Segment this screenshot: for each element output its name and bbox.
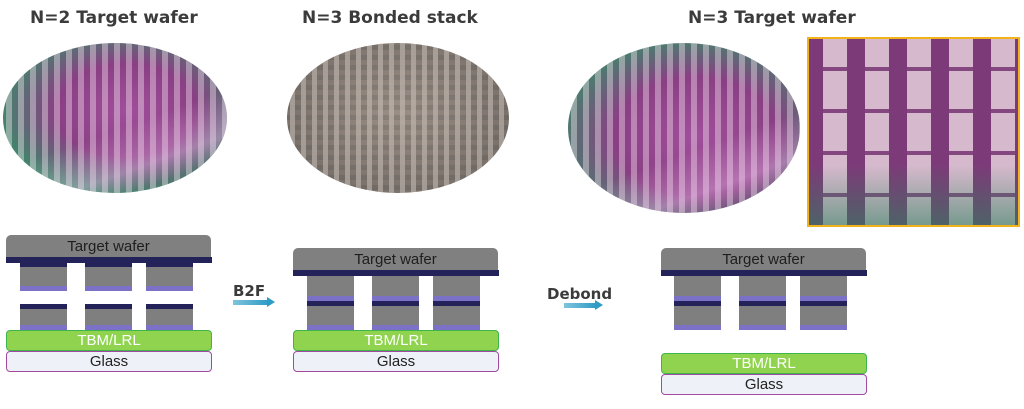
pad — [433, 325, 480, 330]
pad — [20, 325, 67, 330]
tbm-lrl-layer: TBM/LRL — [293, 330, 499, 351]
bond-layer — [6, 257, 212, 263]
debond-arrow-icon — [564, 300, 603, 310]
pad — [85, 325, 132, 330]
pad — [20, 286, 67, 291]
panel-title-n2-target-wafer: N=2 Target wafer — [30, 8, 198, 28]
target-wafer-layer: Target wafer — [293, 248, 498, 270]
die — [433, 276, 480, 296]
tbm-lrl-layer: TBM/LRL — [6, 330, 212, 351]
bond-layer — [146, 304, 193, 309]
die — [674, 276, 721, 296]
die — [800, 276, 847, 296]
die — [372, 276, 419, 296]
b2f-step-label: B2F — [233, 282, 266, 300]
die — [372, 306, 419, 325]
panel-title-n3-bonded-stack: N=3 Bonded stack — [302, 8, 478, 28]
wafer-photo-bonded-stack — [287, 43, 509, 193]
bond-layer — [293, 270, 499, 276]
pad — [146, 325, 193, 330]
pad — [674, 296, 721, 301]
die — [433, 306, 480, 325]
b2f-arrow-icon — [233, 297, 275, 307]
bond-layer — [372, 301, 419, 306]
target-wafer-layer: Target wafer — [661, 248, 866, 270]
bond-layer — [433, 301, 480, 306]
pad — [739, 296, 786, 301]
die — [307, 306, 354, 325]
bond-layer — [85, 263, 132, 267]
pad — [739, 325, 786, 330]
die-closeup-inset — [807, 37, 1020, 227]
die — [146, 267, 193, 286]
pad — [372, 325, 419, 330]
glass-layer: Glass — [6, 351, 212, 372]
wafer-photo-n3 — [568, 43, 800, 213]
die — [146, 309, 193, 325]
die — [674, 306, 721, 325]
pad — [674, 325, 721, 330]
bond-layer — [20, 304, 67, 309]
pad — [307, 296, 354, 301]
pad — [307, 325, 354, 330]
bond-layer — [661, 270, 867, 276]
bond-layer — [85, 304, 132, 309]
pad — [372, 296, 419, 301]
tbm-lrl-layer: TBM/LRL — [661, 353, 867, 374]
bond-layer — [307, 301, 354, 306]
die — [20, 309, 67, 325]
target-wafer-layer: Target wafer — [6, 235, 211, 257]
panel-title-n3-target-wafer: N=3 Target wafer — [688, 8, 856, 28]
bond-layer — [20, 263, 67, 267]
die — [739, 306, 786, 325]
die — [85, 267, 132, 286]
bond-layer — [674, 301, 721, 306]
die — [307, 276, 354, 296]
pad — [146, 286, 193, 291]
debond-step-label: Debond — [547, 285, 613, 303]
pad — [800, 296, 847, 301]
bond-layer — [739, 301, 786, 306]
bond-layer — [800, 301, 847, 306]
die — [20, 267, 67, 286]
die — [85, 309, 132, 325]
die — [800, 306, 847, 325]
glass-layer: Glass — [661, 374, 867, 395]
wafer-photo-n2 — [3, 43, 227, 193]
pad — [800, 325, 847, 330]
glass-layer: Glass — [293, 351, 499, 372]
pad — [433, 296, 480, 301]
die — [739, 276, 786, 296]
pad — [85, 286, 132, 291]
bond-layer — [146, 263, 193, 267]
